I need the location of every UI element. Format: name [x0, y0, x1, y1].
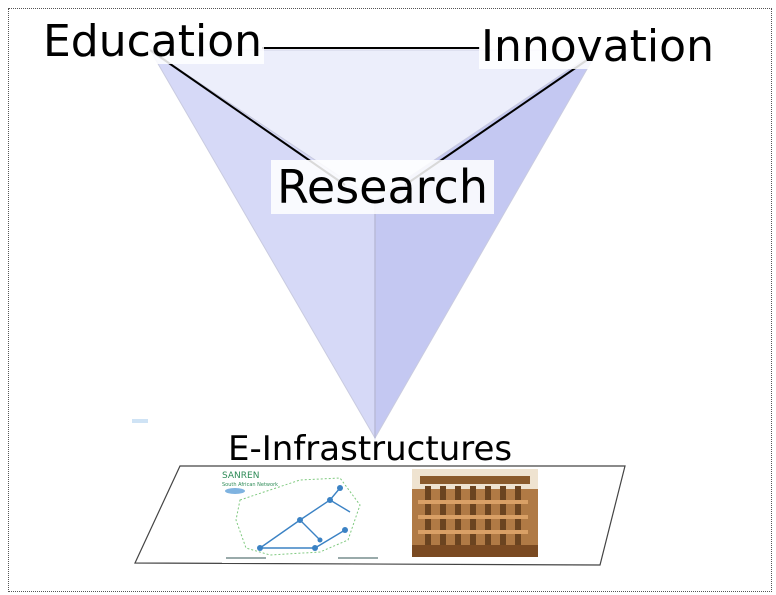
- svg-text:South African Network: South African Network: [222, 482, 278, 488]
- diagram-frame: [8, 8, 772, 592]
- small-mark: [132, 419, 148, 423]
- analytical-engine-image: [412, 469, 538, 557]
- e-infrastructures-label: E-Infrastructures: [228, 429, 513, 469]
- education-label: Education: [41, 16, 265, 67]
- svg-text:SANREN: SANREN: [222, 471, 259, 481]
- network-map-image: SANREN South African Network: [222, 467, 382, 563]
- research-label: Research: [271, 160, 494, 214]
- innovation-label: Innovation: [479, 21, 716, 72]
